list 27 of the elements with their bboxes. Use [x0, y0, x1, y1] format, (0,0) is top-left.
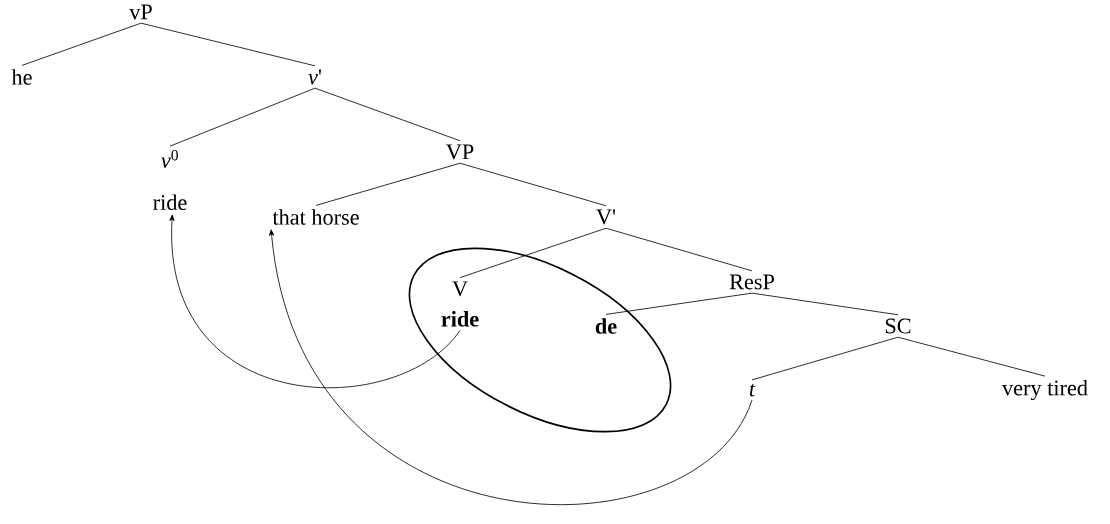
tree-label: he: [11, 69, 32, 85]
tree-branch: [459, 227, 607, 279]
tree-label: vP: [129, 4, 152, 20]
tree-label: v$^{0}$ ride: [153, 149, 187, 211]
tree-branch: [169, 87, 316, 147]
tree-branch: [314, 87, 461, 142]
tree-label: that horse: [272, 209, 359, 225]
tree-label: ResP: [729, 274, 774, 290]
tree-branch: [897, 336, 1046, 377]
tree-label: V': [596, 209, 616, 225]
tree-branch: [605, 227, 753, 272]
tree-branch: [751, 292, 899, 316]
tree-label: v': [308, 69, 321, 85]
tree-label: SC: [885, 318, 911, 334]
tree-branch: [751, 336, 899, 381]
tree-label: VP: [446, 144, 474, 160]
tree-branch: [315, 162, 461, 206]
tree-label: very tired: [1002, 379, 1088, 401]
tree-branch: [605, 292, 753, 315]
movement-arrow: [269, 229, 753, 506]
tree-branch: [459, 162, 607, 207]
tree-label: de: [595, 318, 617, 334]
tree-label: t: [749, 383, 756, 397]
tree-branch: [21, 22, 142, 66]
tree-label: V ride: [441, 281, 479, 327]
movement-arrow: [169, 214, 461, 389]
tree-branch: [140, 22, 316, 67]
